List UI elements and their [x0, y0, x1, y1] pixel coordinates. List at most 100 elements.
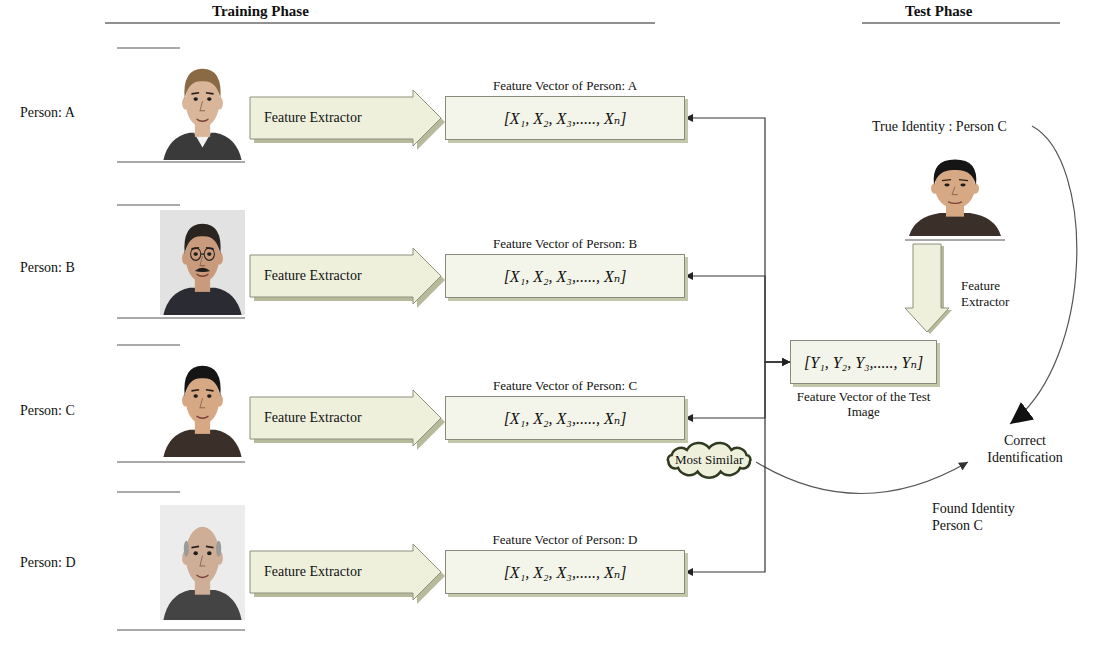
feature-extractor-arrow: Feature Extractor: [905, 244, 1045, 336]
label-holder: Test Phase: [905, 2, 972, 21]
eyebrow: [206, 390, 214, 391]
photo-ground: [160, 210, 245, 315]
face-photo: [905, 148, 1005, 236]
feature-extractor-arrow: Feature Extractor: [250, 90, 445, 150]
feature-vector-node: Feature Vector of Person: A [X₁, X₂, X₃,.…: [445, 76, 685, 140]
extractor-label: Feature Extractor: [250, 110, 362, 130]
extractor-label: Feature Extractor: [250, 564, 362, 584]
feature-vector: [X₁, X₂, X₃,....., Xₙ]: [504, 109, 627, 128]
eye: [207, 97, 211, 101]
eyebrow: [191, 546, 199, 547]
feature-vector: [Y₁, Y₂, Y₃,....., Yₙ]: [804, 353, 923, 372]
eyebrow: [206, 546, 214, 547]
face-photo: [160, 505, 245, 620]
eyebrow: [191, 93, 199, 94]
label-holder: True Identity : Person C: [872, 118, 1007, 136]
extractor-label: Feature Extractor: [961, 244, 1035, 310]
vector-heading: Feature Vector of Person: C: [493, 376, 637, 396]
label-holder: Found Identity Person C: [932, 500, 1024, 534]
row-rule: [117, 345, 180, 346]
nose: [952, 187, 958, 195]
mouth: [197, 416, 209, 418]
photo-ground: [160, 505, 245, 620]
heading-rule: [105, 23, 655, 24]
row-rule: [117, 48, 180, 49]
feature-vector: [X₁, X₂, X₃,....., Xₙ]: [504, 563, 627, 582]
comparison-connector: [685, 118, 790, 362]
face-photo: [160, 210, 245, 315]
test-vector-node: [Y₁, Y₂, Y₃,....., Yₙ]Feature Vector of …: [790, 340, 937, 419]
vector-heading: Feature Vector of Person: B: [493, 234, 637, 254]
similarity-cloud: Most Similar: [662, 442, 756, 478]
feature-extractor-arrow: Feature Extractor: [250, 248, 445, 308]
phase-heading: Training Phase: [212, 2, 309, 21]
label-holder: Person: D: [20, 554, 76, 572]
row-rule: [905, 240, 1005, 241]
photo-ground: [160, 55, 245, 160]
row-rule: [117, 492, 180, 493]
vector-box: [X₁, X₂, X₃,....., Xₙ]: [445, 96, 685, 140]
cloud-label: Most Similar: [675, 452, 743, 468]
heading-rule: [862, 23, 1060, 24]
person-label: Person: D: [20, 554, 76, 572]
eye: [207, 551, 211, 555]
feature-extractor-arrow: Feature Extractor: [250, 544, 445, 604]
eye: [193, 394, 197, 398]
eye: [960, 183, 965, 186]
eye: [193, 252, 197, 256]
hair: [184, 224, 220, 254]
row-rule: [117, 205, 180, 206]
mouth: [197, 575, 209, 577]
person-label: Person: B: [20, 259, 75, 277]
feature-vector-node: Feature Vector of Person: B[X₁, X₂, X₃,.…: [445, 234, 685, 298]
row-rule: [117, 162, 245, 163]
arrow-body: [250, 90, 441, 146]
nose: [200, 556, 205, 566]
feature-vector-node: Feature Vector of Person: C [X₁, X₂, X₃,.…: [445, 376, 685, 440]
label-holder: Person: B: [20, 259, 75, 277]
row-rule: [117, 318, 245, 319]
vector-box: [X₁, X₂, X₃,....., Xₙ]: [445, 254, 685, 298]
eyebrow: [942, 179, 951, 181]
feature-vector: [X₁, X₂, X₃,....., Xₙ]: [504, 409, 627, 428]
label-holder: Person: A: [20, 104, 75, 122]
cloud-shape: [668, 443, 751, 478]
eyebrow: [191, 390, 199, 391]
head: [186, 527, 220, 585]
face-photos: [160, 55, 1005, 620]
glasses: [191, 248, 201, 261]
eye: [207, 252, 211, 256]
result-label: Correct Identification: [975, 432, 1075, 466]
label-holder: Training Phase: [212, 2, 309, 21]
vector-box: [X₁, X₂, X₃,....., Xₙ]: [445, 550, 685, 594]
nose: [200, 101, 205, 110]
hair: [216, 541, 221, 557]
vector-box: [Y₁, Y₂, Y₃,....., Yₙ]: [790, 340, 937, 384]
hair: [934, 159, 977, 185]
glasses: [201, 253, 204, 254]
comparison-connector: [685, 276, 790, 362]
vector-box: [X₁, X₂, X₃,....., Xₙ]: [445, 396, 685, 440]
face-photo: [160, 352, 245, 457]
nose: [200, 398, 205, 407]
eye: [193, 97, 197, 101]
label-holder: Correct Identification: [975, 432, 1075, 466]
feature-extractor-arrow: Feature Extractor: [250, 390, 445, 450]
eye: [193, 551, 197, 555]
true-identity-label: True Identity : Person C: [872, 118, 1007, 136]
eye: [207, 394, 211, 398]
vector-heading: Feature Vector of Person: A: [493, 76, 637, 96]
arrow-body: [250, 544, 441, 600]
identity-curve: [1010, 126, 1077, 424]
arrow-body: [905, 244, 949, 332]
person-label: Person: C: [20, 402, 75, 420]
extractor-label: Feature Extractor: [250, 410, 362, 430]
nose: [200, 256, 205, 265]
arrow-body: [250, 390, 441, 446]
hair: [184, 69, 220, 99]
mustache: [195, 268, 210, 272]
extractor-label: Feature Extractor: [250, 268, 362, 288]
mouth: [197, 274, 209, 276]
eye: [944, 183, 949, 186]
